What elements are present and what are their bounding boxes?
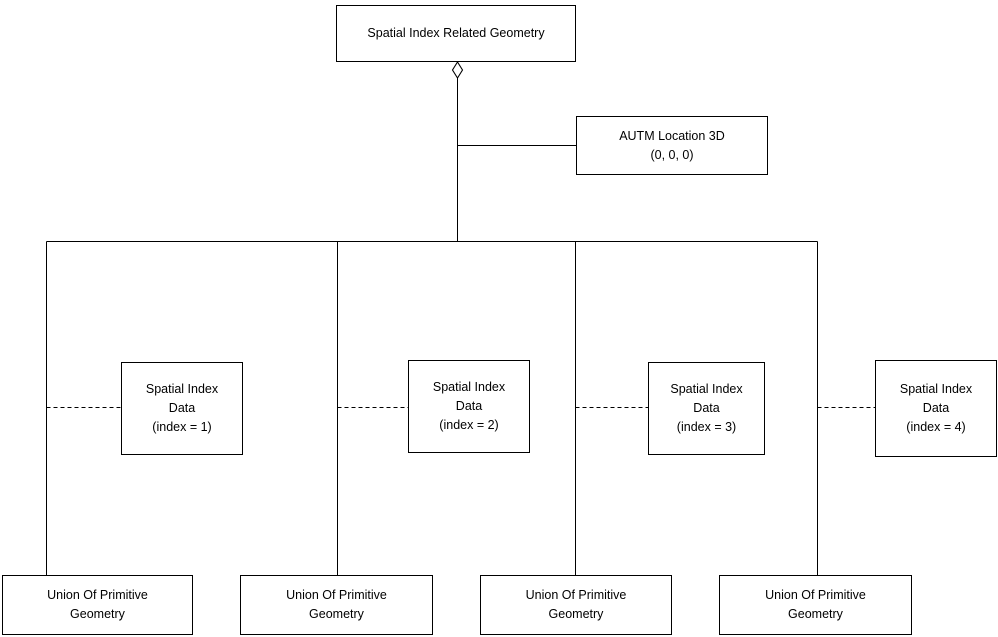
node-label-line2: Data [168,401,196,415]
node-union-of-primitive-geometry-4[interactable]: Union Of Primitive Geometry [719,575,912,635]
node-label-line1: Union Of Primitive [47,588,148,602]
node-label-line2: Geometry [788,607,843,621]
node-label-line1: Spatial Index [899,382,973,396]
node-label-line1: Spatial Index [670,382,743,396]
node-index-value: (index = 2) [439,418,499,432]
node-label-line1: Spatial Index [145,382,219,396]
node-label-line1: Union Of Primitive [765,588,866,602]
node-autm-location-3d[interactable]: AUTM Location 3D (0, 0, 0) [576,116,768,175]
node-spatial-index-data-1[interactable]: Spatial Index Data (index = 1) [121,362,243,455]
node-index-value: (index = 4) [906,420,966,434]
node-spatial-index-data-4[interactable]: Spatial Index Data (index = 4) [875,360,997,457]
node-label-line2: Data [455,399,483,413]
node-label: AUTM Location 3D [619,128,725,143]
aggregation-diamond-icon [451,60,464,80]
node-label-line2: Data [693,401,720,415]
node-value: (0, 0, 0) [650,147,694,162]
node-union-of-primitive-geometry-3[interactable]: Union Of Primitive Geometry [480,575,672,635]
node-label-line2: Geometry [548,607,604,621]
node-label-line2: Geometry [70,607,125,621]
node-union-of-primitive-geometry-1[interactable]: Union Of Primitive Geometry [2,575,193,635]
node-index-value: (index = 1) [152,420,212,434]
node-label: Spatial Index Related Geometry [367,26,545,40]
node-label-line1: Spatial Index [432,380,506,394]
node-spatial-index-related-geometry[interactable]: Spatial Index Related Geometry [336,5,576,62]
node-label-line1: Union Of Primitive [525,588,627,602]
node-spatial-index-data-2[interactable]: Spatial Index Data (index = 2) [408,360,530,453]
node-label-line1: Union Of Primitive [286,588,387,602]
node-union-of-primitive-geometry-2[interactable]: Union Of Primitive Geometry [240,575,433,635]
node-label-line2: Data [922,401,950,415]
node-spatial-index-data-3[interactable]: Spatial Index Data (index = 3) [648,362,765,455]
node-index-value: (index = 3) [676,420,737,434]
node-label-line2: Geometry [309,607,364,621]
